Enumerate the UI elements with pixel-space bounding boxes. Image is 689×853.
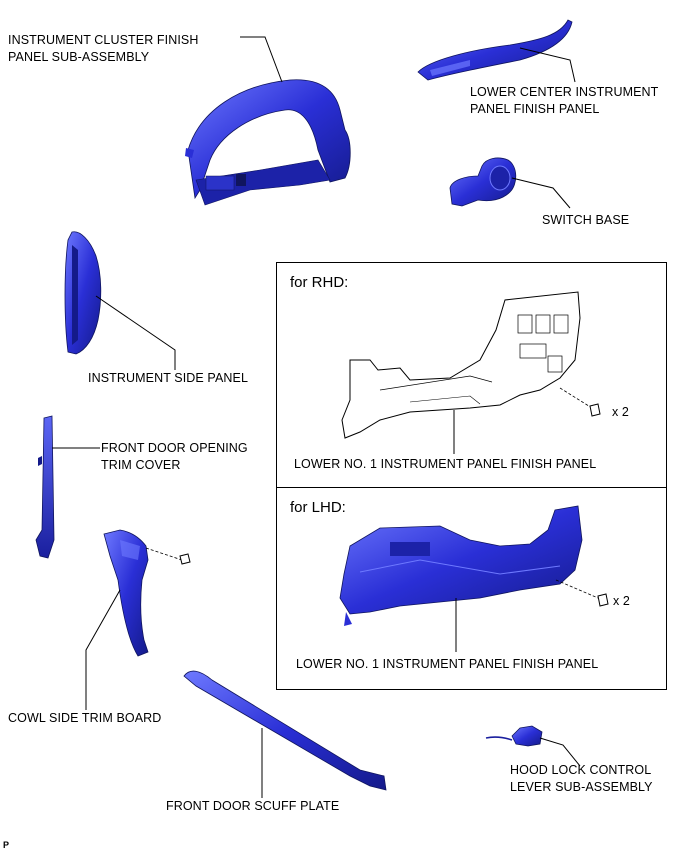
rhd-qty-label: x 2 [612, 405, 629, 419]
front-door-scuff-plate-art [183, 670, 387, 791]
cowl-side-label: COWL SIDE TRIM BOARD [8, 711, 162, 725]
leader-line-cowl-clip [145, 547, 183, 561]
cowl-side-trim-board-art [103, 529, 149, 657]
switch-base-label: SWITCH BASE [542, 213, 630, 227]
lhd-qty-label: x 2 [613, 594, 630, 608]
lower-center-label-line1: LOWER CENTER INSTRUMENT [470, 85, 659, 99]
lhd-box-title: for LHD: [290, 499, 346, 516]
front-door-opening-label: FRONT DOOR OPENING TRIM COVER [101, 440, 248, 474]
instrument-side-label: INSTRUMENT SIDE PANEL [88, 371, 248, 385]
clip-icon [179, 553, 191, 565]
rhd-lower-panel-art [341, 291, 581, 439]
hood-lock-label: HOOD LOCK CONTROL LEVER SUB-ASSEMBLY [510, 762, 653, 796]
lhd-bolt-icon [597, 593, 609, 607]
instrument-cluster-label-line2: PANEL SUB-ASSEMBLY [8, 50, 150, 64]
front-door-scuff-label: FRONT DOOR SCUFF PLATE [166, 799, 340, 813]
instrument-side-panel-art [64, 231, 102, 355]
lower-center-label-line2: PANEL FINISH PANEL [470, 102, 600, 116]
lhd-lower-panel-art [339, 505, 583, 626]
rhd-part-label: LOWER NO. 1 INSTRUMENT PANEL FINISH PANE… [294, 457, 597, 471]
leader-line-cowl-side [85, 589, 121, 710]
leader-line-lower-center [519, 47, 576, 83]
instrument-cluster-label: INSTRUMENT CLUSTER FINISH PANEL SUB-ASSE… [8, 32, 198, 66]
lower-center-panel-art [417, 19, 573, 81]
hood-lock-control-lever-art [485, 725, 543, 747]
footer-code: P [3, 840, 10, 850]
rhd-box [276, 262, 667, 488]
hood-lock-label-line2: LEVER SUB-ASSEMBLY [510, 780, 653, 794]
lhd-part-label: LOWER NO. 1 INSTRUMENT PANEL FINISH PANE… [296, 657, 599, 671]
lhd-bolt-leader [555, 579, 599, 599]
rhd-bolt-leader [559, 387, 593, 409]
lhd-box [276, 487, 667, 690]
leader-line-instrument-side [95, 295, 176, 370]
switch-base-art [449, 157, 517, 207]
rhd-bolt-icon [589, 403, 601, 417]
leader-line-switch-base [511, 177, 571, 209]
front-door-opening-label-line2: TRIM COVER [101, 458, 181, 472]
lower-center-label: LOWER CENTER INSTRUMENT PANEL FINISH PAN… [470, 84, 658, 118]
front-door-opening-trim-cover-art [35, 415, 55, 559]
leader-line-hood-lock [539, 737, 581, 767]
instrument-cluster-label-line1: INSTRUMENT CLUSTER FINISH [8, 33, 199, 47]
rhd-box-title: for RHD: [290, 274, 349, 291]
leader-line-instrument-cluster [240, 36, 283, 83]
instrument-cluster-finish-panel-art [185, 79, 351, 206]
front-door-opening-label-line1: FRONT DOOR OPENING [101, 441, 248, 455]
hood-lock-label-line1: HOOD LOCK CONTROL [510, 763, 652, 777]
